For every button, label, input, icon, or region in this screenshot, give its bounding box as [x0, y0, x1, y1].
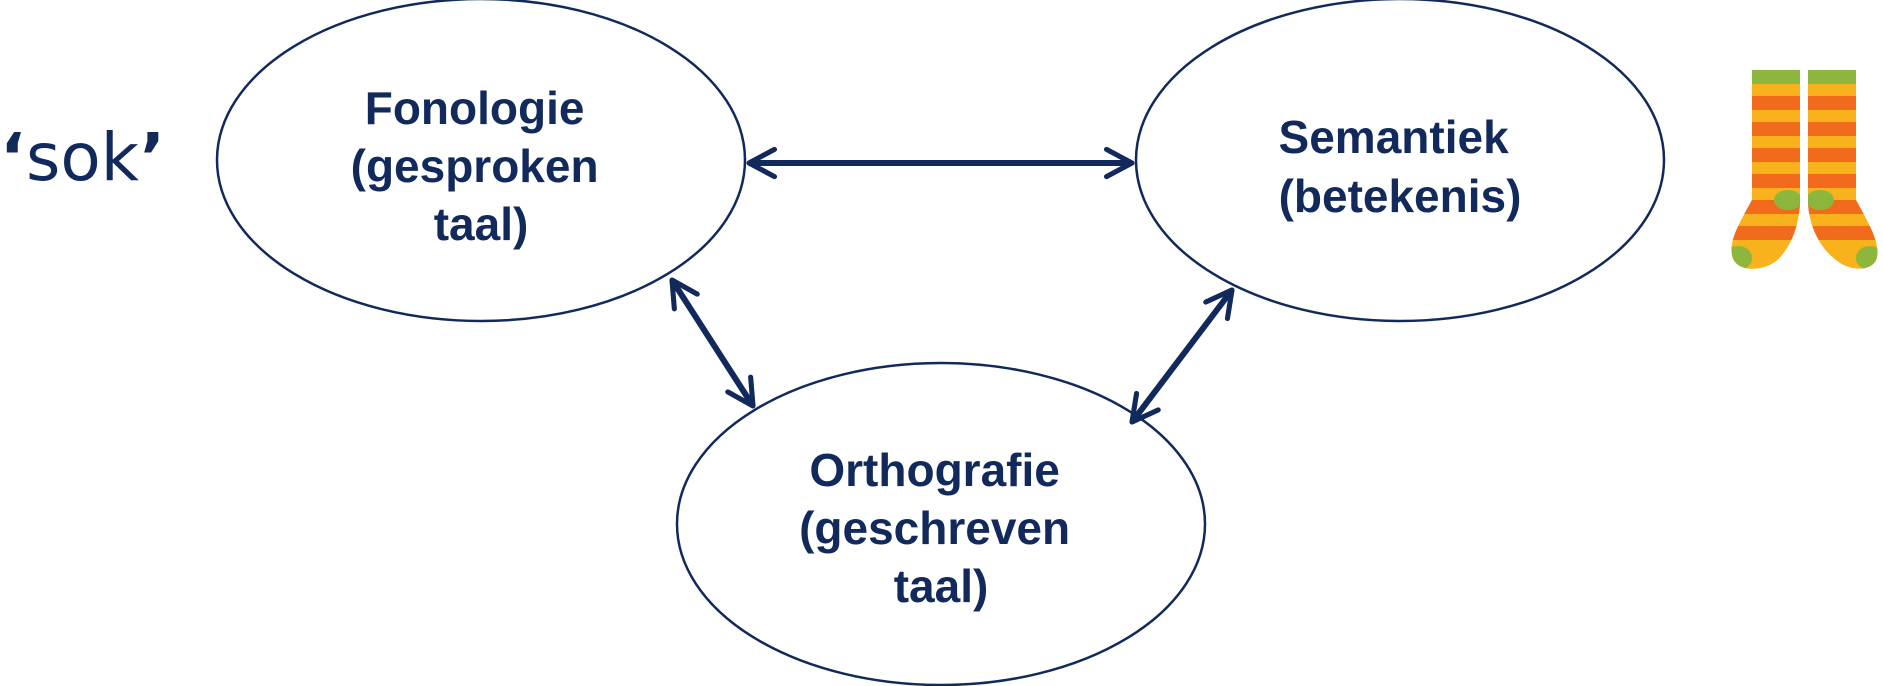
node-orthografie-ellipse — [675, 361, 1207, 686]
left-sock — [1731, 70, 1800, 269]
node-orthografie-line-3: taal) — [894, 560, 989, 612]
node-semantiek-line-2: (betekenis) — [1279, 170, 1522, 222]
word-quote-open: ‘ — [0, 119, 25, 196]
socks-icon — [1731, 70, 1878, 269]
node-semantiek-line-1: Semantiek — [1279, 111, 1510, 163]
node-orthografie-label: Orthografie (geschreven taal) — [799, 444, 1083, 612]
word-text: sok — [26, 119, 140, 196]
node-fonologie-line-3: taal) — [434, 198, 529, 250]
node-fonologie-label: Fonologie (gesproken taal) — [351, 82, 612, 250]
edge-fonologie-orthografie-arrow — [669, 277, 756, 409]
edge-semantiek-orthografie-arrow — [1129, 287, 1235, 425]
right-sock — [1808, 70, 1878, 269]
node-orthografie-line-2: (geschreven — [799, 502, 1070, 554]
node-fonologie-ellipse — [215, 0, 747, 323]
node-semantiek-ellipse — [1134, 0, 1666, 323]
word-label: ‘ sok ’ — [0, 119, 165, 196]
node-semantiek-label: Semantiek (betekenis) — [1279, 111, 1522, 222]
node-fonologie-line-2: (gesproken — [351, 140, 599, 192]
node-fonologie-line-1: Fonologie — [365, 82, 585, 134]
node-orthografie-line-1: Orthografie — [809, 444, 1059, 496]
word-quote-close: ’ — [140, 119, 165, 196]
